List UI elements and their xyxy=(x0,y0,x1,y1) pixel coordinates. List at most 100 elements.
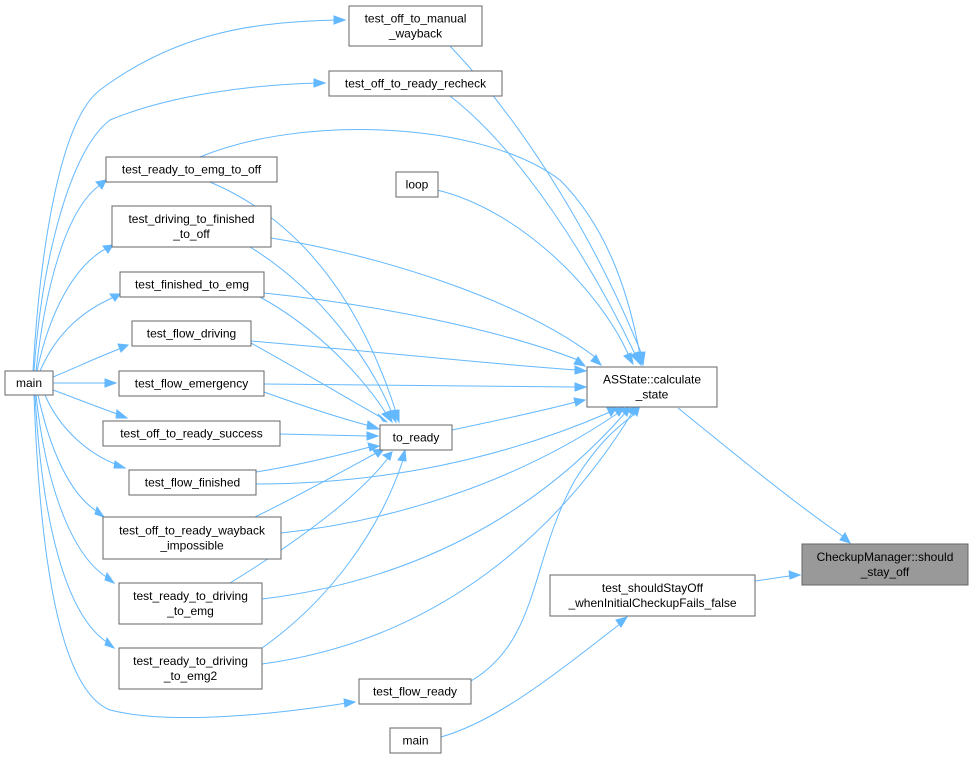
node-main-bottom[interactable]: main xyxy=(389,727,442,754)
node-test-flow-driving[interactable]: test_flow_driving xyxy=(131,320,252,347)
node-box xyxy=(4,370,54,396)
node-checkupmanager-should-stay-off[interactable]: CheckupManager::should_stay_off xyxy=(801,543,969,586)
node-test-off-to-manual-wayback[interactable]: test_off_to_manual_wayback xyxy=(348,5,483,47)
arrowhead-icon xyxy=(574,382,588,392)
node-asstate-calculate-state[interactable]: ASState::calculate_state xyxy=(586,366,718,408)
node-label: ASState::calculate xyxy=(603,373,701,387)
arrowhead-icon xyxy=(104,378,118,388)
node-box xyxy=(379,424,453,451)
node-label: _to_emg xyxy=(166,604,214,618)
edge-main_left-to-test_off_to_manual_wayback xyxy=(32,15,347,372)
graph-edges xyxy=(32,15,851,738)
node-test-flow-finished[interactable]: test_flow_finished xyxy=(128,469,257,496)
edge-main_bottom-to-test_shouldStayOff xyxy=(440,616,629,738)
edge-line xyxy=(229,457,389,584)
node-loop[interactable]: loop xyxy=(395,171,439,198)
edge-test_ready_to_emg_to_off-to-asstate_calculate_state xyxy=(199,129,644,367)
node-label: test_off_to_ready_recheck xyxy=(345,77,487,91)
arrowhead-icon xyxy=(590,354,603,366)
edge-main_left-to-test_ready_to_driving_to_emg2 xyxy=(34,394,116,649)
edge-test_off_to_ready_success-to-to_ready xyxy=(279,431,380,441)
edge-main_left-to-test_flow_emergency xyxy=(53,378,118,388)
arrowhead-icon xyxy=(573,397,587,407)
node-test-finished-to-emg[interactable]: test_finished_to_emg xyxy=(119,271,265,298)
edge-line xyxy=(249,246,393,414)
edge-line xyxy=(263,383,577,388)
node-test-flow-emergency[interactable]: test_flow_emergency xyxy=(118,370,265,397)
arrowhead-icon xyxy=(397,448,407,462)
edge-line xyxy=(280,412,619,534)
node-label: test_off_to_ready_success xyxy=(120,427,263,441)
edge-line xyxy=(263,292,579,361)
node-label: test_flow_ready xyxy=(373,685,457,699)
node-label: _state xyxy=(635,388,669,402)
edge-line xyxy=(250,342,383,419)
node-to-ready[interactable]: to_ready xyxy=(379,424,453,451)
node-box xyxy=(801,543,969,586)
arrowhead-icon xyxy=(366,420,381,430)
edge-line xyxy=(449,95,637,357)
node-label: test_finished_to_emg xyxy=(135,278,249,292)
node-label: test_off_to_ready_wayback xyxy=(119,524,266,538)
arrowhead-icon xyxy=(313,78,327,88)
edge-line xyxy=(263,391,371,427)
node-test-driving-to-finished-to-off[interactable]: test_driving_to_finished_to_off xyxy=(111,205,272,248)
node-box xyxy=(586,366,718,408)
node-box xyxy=(348,5,483,47)
edge-line xyxy=(677,407,845,538)
node-main-left[interactable]: main xyxy=(4,370,54,396)
node-test-shouldStayOff[interactable]: test_shouldStayOff_whenInitialCheckupFai… xyxy=(549,574,756,617)
arrowhead-icon xyxy=(104,571,116,584)
node-test-off-to-ready-recheck[interactable]: test_off_to_ready_recheck xyxy=(328,70,503,97)
arrowhead-icon xyxy=(573,356,587,367)
node-box xyxy=(395,171,439,198)
node-box xyxy=(105,156,278,183)
edge-line xyxy=(754,575,791,582)
arrowhead-icon xyxy=(95,179,107,190)
node-test-off-to-ready-success[interactable]: test_off_to_ready_success xyxy=(102,420,281,447)
node-test-ready-to-driving-to-emg[interactable]: test_ready_to_driving_to_emg xyxy=(118,582,263,625)
edge-test_off_to_ready_wayback_impossible-to-to_ready xyxy=(254,448,386,518)
node-label: _impossible xyxy=(159,539,224,553)
arrowhead-icon xyxy=(381,451,393,461)
node-test-ready-to-driving-to-emg2[interactable]: test_ready_to_driving_to_emg2 xyxy=(118,647,263,690)
edge-line xyxy=(254,451,379,518)
edge-line xyxy=(451,401,577,431)
edge-test_shouldStayOff-to-checkupmanager_should_stay_off xyxy=(754,570,802,582)
edge-test_flow_emergency-to-to_ready xyxy=(263,391,381,430)
node-label: _stay_off xyxy=(860,565,910,579)
node-label: test_shouldStayOff xyxy=(602,581,704,595)
node-box xyxy=(118,370,265,397)
edge-main_left-to-test_off_to_ready_success xyxy=(52,389,129,419)
arrowhead-icon xyxy=(634,351,644,367)
node-box xyxy=(102,420,281,447)
node-box xyxy=(358,678,472,705)
arrowhead-icon xyxy=(343,698,357,708)
arrowhead-icon xyxy=(109,293,121,302)
arrowhead-icon xyxy=(615,616,629,628)
node-test-ready-to-emg-to-off[interactable]: test_ready_to_emg_to_off xyxy=(105,156,278,183)
node-label: _wayback xyxy=(388,27,443,41)
edge-line xyxy=(39,296,115,372)
edge-test_finished_to_emg-to-to_ready xyxy=(259,296,393,424)
edge-line xyxy=(270,237,596,358)
edge-line xyxy=(35,184,101,372)
node-test-flow-ready[interactable]: test_flow_ready xyxy=(358,678,472,705)
edge-test_flow_driving-to-asstate_calculate_state xyxy=(250,340,588,375)
edge-line xyxy=(470,412,637,682)
edge-line xyxy=(255,446,371,473)
arrowhead-icon xyxy=(367,442,381,452)
arrowhead-icon xyxy=(115,409,129,419)
edge-line xyxy=(255,411,611,485)
arrowhead-icon xyxy=(333,15,347,25)
edge-test_flow_ready-to-asstate_calculate_state xyxy=(470,403,641,682)
node-box xyxy=(549,574,756,617)
edge-main_left-to-test_flow_driving xyxy=(52,343,130,378)
edge-line xyxy=(34,394,109,644)
node-box xyxy=(128,469,257,496)
node-test-off-to-ready-wayback-impossible[interactable]: test_off_to_ready_wayback_impossible xyxy=(102,516,282,560)
node-label: main xyxy=(402,734,428,748)
node-label: test_driving_to_finished xyxy=(128,212,254,226)
edge-line xyxy=(33,394,348,719)
